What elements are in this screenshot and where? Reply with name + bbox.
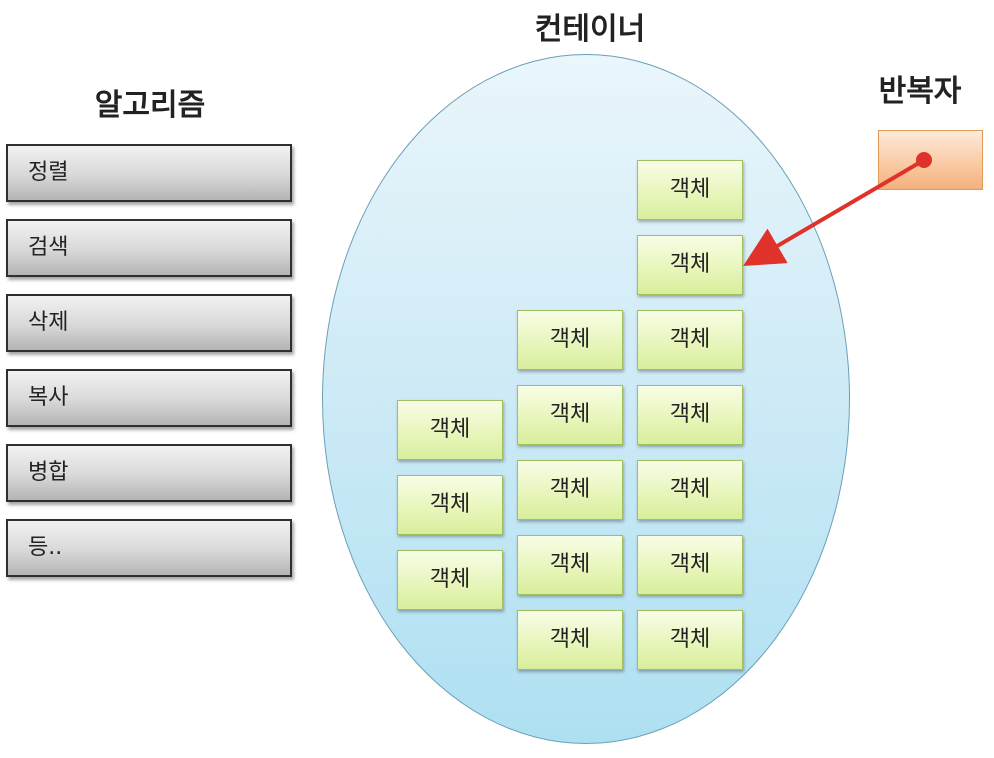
algorithm-sort: 정렬 [6, 144, 292, 202]
algorithm-copy: 복사 [6, 369, 292, 427]
object-box: 객체 [397, 550, 503, 610]
object-box: 객체 [517, 535, 623, 595]
object-box: 객체 [517, 460, 623, 520]
algorithm-delete: 삭제 [6, 294, 292, 352]
object-box: 객체 [517, 385, 623, 445]
iterator-heading: 반복자 [878, 74, 962, 109]
object-box: 객체 [637, 610, 743, 670]
object-box: 객체 [637, 535, 743, 595]
object-box: 객체 [517, 310, 623, 370]
algorithms-heading: 알고리즘 [94, 88, 206, 123]
algorithm-search: 검색 [6, 219, 292, 277]
object-box: 객체 [637, 235, 743, 295]
iterator-box [878, 130, 983, 190]
container-heading: 컨테이너 [534, 12, 646, 47]
object-box: 객체 [637, 385, 743, 445]
object-box: 객체 [637, 160, 743, 220]
object-box: 객체 [637, 460, 743, 520]
object-box: 객체 [397, 475, 503, 535]
object-box: 객체 [397, 400, 503, 460]
algorithm-merge: 병합 [6, 444, 292, 502]
object-box: 객체 [517, 610, 623, 670]
object-box: 객체 [637, 310, 743, 370]
algorithm-etc: 등.. [6, 519, 292, 577]
